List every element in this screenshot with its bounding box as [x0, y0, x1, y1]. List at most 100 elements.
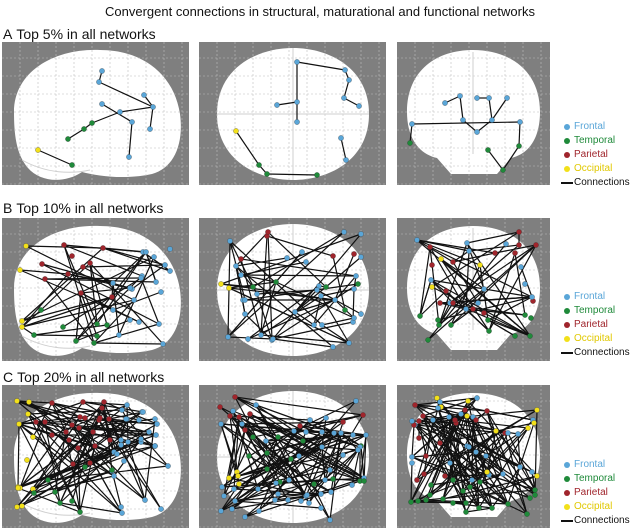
- connection-line: [221, 446, 323, 488]
- grid-lines: [2, 42, 189, 185]
- node-dot: [340, 419, 346, 425]
- node-dot: [355, 281, 361, 287]
- node-dot: [274, 102, 280, 108]
- node-dot: [254, 291, 260, 297]
- connection-line: [247, 299, 336, 340]
- node-dot: [340, 452, 346, 458]
- legend-item-occipital: Occipital: [560, 500, 630, 514]
- connection-line: [235, 257, 288, 267]
- connection-line: [416, 239, 470, 252]
- node-dot: [328, 489, 334, 495]
- node-dot: [286, 477, 292, 483]
- connection-line: [487, 319, 516, 337]
- connection-line: [140, 277, 160, 325]
- node-dot: [109, 294, 115, 300]
- node-dot: [226, 285, 232, 291]
- connection-line: [89, 262, 164, 345]
- node-dot: [504, 95, 510, 101]
- connection-line: [233, 469, 331, 490]
- node-dot: [242, 311, 248, 317]
- node-dot: [353, 273, 359, 279]
- legend-item-frontal: Frontal: [560, 120, 630, 134]
- node-dot: [124, 402, 130, 408]
- node-dot: [428, 482, 434, 488]
- legend-label: Parietal: [574, 319, 608, 330]
- node-dot: [311, 322, 317, 328]
- node-dot: [236, 414, 242, 420]
- node-dot: [167, 246, 173, 252]
- brain-midline: [21, 159, 91, 173]
- node-dot: [33, 419, 39, 425]
- connection-line: [260, 235, 268, 336]
- node-dot: [82, 464, 88, 470]
- node-dot: [356, 103, 362, 109]
- node-dot: [104, 322, 110, 328]
- connection-line: [419, 246, 431, 317]
- connection-line: [491, 466, 521, 509]
- node-dot: [138, 275, 144, 281]
- connection-line: [238, 416, 331, 471]
- connection-line: [332, 446, 361, 480]
- node-dot: [218, 421, 224, 427]
- connection-line: [96, 251, 147, 325]
- node-dot: [227, 238, 233, 244]
- connection-line: [462, 119, 478, 133]
- connection-line: [442, 475, 538, 500]
- connection-line: [486, 410, 536, 491]
- node-dot: [263, 438, 269, 444]
- node-dot: [318, 491, 324, 497]
- node-dot: [232, 394, 238, 400]
- node-dot: [247, 411, 253, 417]
- panel-a-sagittal-view: [2, 42, 189, 185]
- connection-line: [99, 417, 142, 440]
- node-dot: [298, 498, 304, 504]
- connection-line: [17, 423, 20, 489]
- node-dot: [101, 399, 107, 405]
- node-dot: [39, 261, 45, 267]
- node-dot: [484, 469, 490, 475]
- connection-line: [247, 285, 320, 340]
- connection-line: [258, 400, 357, 512]
- panel-a-axial-view: [199, 42, 386, 185]
- legend-label: Temporal: [574, 473, 616, 484]
- node-dot: [330, 253, 336, 259]
- connection-line: [32, 445, 156, 490]
- legend-line-icon: [560, 352, 574, 354]
- node-dot: [97, 415, 103, 421]
- legend-label: Parietal: [574, 149, 608, 160]
- legend-dot-icon: [560, 476, 574, 482]
- node-dot: [527, 495, 533, 501]
- panel-a-letter: A: [3, 26, 13, 42]
- connection-line: [103, 401, 158, 425]
- node-dot: [25, 411, 31, 417]
- connection-line: [18, 423, 123, 514]
- connection-line: [21, 256, 155, 322]
- node-dot: [420, 413, 426, 419]
- node-dot: [303, 429, 309, 435]
- connection-line: [444, 95, 461, 104]
- connection-line: [321, 317, 355, 326]
- node-dot: [414, 477, 420, 483]
- node-dot: [158, 289, 164, 295]
- node-dot: [463, 306, 469, 312]
- node-dot: [15, 485, 21, 491]
- connection-line: [19, 269, 114, 311]
- node-dot: [69, 162, 75, 168]
- node-dot: [156, 321, 162, 327]
- connection-line: [221, 477, 365, 488]
- node-dot: [106, 416, 112, 422]
- node-dot: [270, 336, 276, 342]
- connection-line: [227, 251, 303, 338]
- node-dot: [473, 449, 479, 455]
- node-dot: [80, 399, 86, 405]
- connection-line: [71, 424, 123, 514]
- connection-line: [82, 264, 166, 268]
- node-dot: [233, 263, 239, 269]
- legend-label: Temporal: [574, 305, 616, 316]
- connection-line: [469, 486, 528, 515]
- node-dot: [412, 402, 418, 408]
- node-dot: [69, 422, 75, 428]
- connection-line: [80, 287, 131, 294]
- connection-line: [452, 261, 479, 304]
